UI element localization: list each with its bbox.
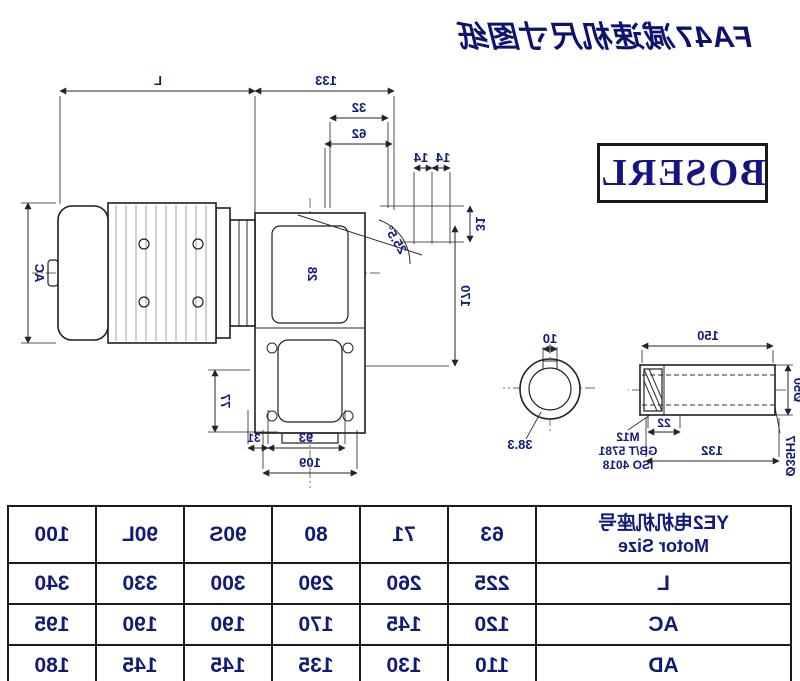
slant-line: [297, 214, 423, 256]
cell: 110: [448, 645, 536, 681]
motor-bolt: [138, 238, 150, 250]
table-row-AC: AC 120 145 170 190 190 195: [8, 604, 791, 645]
cell: 330: [96, 563, 184, 604]
note-gbt-5781: GB/T 5781: [598, 444, 657, 458]
cell: 225: [448, 563, 536, 604]
cell: 170: [272, 604, 360, 645]
dim-170: 170: [458, 285, 473, 307]
flange-bolt-hole: [266, 342, 278, 354]
housing-opening: [271, 225, 349, 324]
dim-14b: 14: [413, 150, 428, 165]
keyway-slot: [542, 360, 558, 369]
dim-14a: 14: [435, 150, 450, 165]
cell: 195: [8, 604, 96, 645]
header-motor-size-en: Motor Size: [618, 535, 710, 556]
angle-arc: [378, 219, 411, 265]
output-flange-face: [277, 339, 343, 423]
row-label-AD: AD: [536, 645, 791, 681]
page-title: FA47减速机尺寸图纸: [459, 21, 752, 54]
row-label-L: L: [536, 563, 791, 604]
cell: 145: [96, 645, 184, 681]
dim-dia35: Ø35H7: [783, 435, 798, 476]
col-71: 71: [360, 506, 448, 563]
shaft-side-view-detail: M12 GB/T 5781 ISO 4018 150 22 132 Ø50 Ø3…: [598, 328, 800, 477]
flange-bolt-hole: [342, 342, 354, 354]
header-motor-size: YE2电机机座号 Motor Size: [536, 506, 791, 563]
dim-31b: 31: [247, 431, 261, 445]
dim-28: 28: [305, 267, 320, 281]
end-washer: [643, 368, 663, 412]
cell: 135: [272, 645, 360, 681]
dim-31a: 31: [473, 217, 488, 231]
dim-32: 32: [352, 100, 366, 115]
output-boss: [281, 432, 339, 444]
col-90s: 90S: [184, 506, 272, 563]
cell: 190: [184, 604, 272, 645]
dim-AC: AC: [32, 263, 47, 282]
top-dimensions: L 133 32 62 14 14: [59, 73, 451, 244]
cell: 260: [360, 563, 448, 604]
rear-hub: [47, 259, 59, 287]
dim-angle: 25.5°: [381, 223, 410, 257]
motor-body: [107, 202, 217, 344]
fan-cover: [57, 205, 109, 341]
dimension-table: YE2电机机座号 Motor Size 63 71 80 90S 90L 100…: [7, 505, 792, 681]
dim-10: 10: [543, 331, 557, 346]
cell: 145: [184, 645, 272, 681]
col-80: 80: [272, 506, 360, 563]
col-100: 100: [8, 506, 96, 563]
motor: [47, 202, 231, 344]
motor-flange: [215, 207, 231, 339]
gearbox-housing: 28: [254, 212, 366, 444]
cell: 300: [184, 563, 272, 604]
washer-hatch: [643, 368, 663, 412]
cell: 290: [272, 563, 360, 604]
motor-fins: [115, 205, 207, 341]
dim-150: 150: [697, 328, 719, 343]
dim-109: 109: [299, 455, 321, 470]
table-row-L: L 225 260 290 300 330 340: [8, 563, 791, 604]
cell: 180: [8, 645, 96, 681]
motor-bolt: [138, 296, 150, 308]
dim-L: L: [154, 73, 162, 88]
cell: 120: [448, 604, 536, 645]
note-m12: M12: [616, 430, 640, 444]
side-dimensions: 31 170 77 AC: [21, 202, 488, 433]
col-90l: 90L: [96, 506, 184, 563]
shaft-end-view-detail: 10 38.3: [507, 331, 581, 452]
cell: 145: [360, 604, 448, 645]
cell: 130: [360, 645, 448, 681]
note-iso-4018: ISO 4018: [602, 458, 653, 472]
dim-77: 77: [218, 394, 233, 408]
dim-38-3: 38.3: [507, 437, 532, 452]
motor-bolt: [192, 296, 204, 308]
bottom-dimensions: 93 31 109: [247, 410, 358, 477]
dim-93: 93: [299, 430, 313, 445]
shaft-bore-circle: [528, 367, 572, 411]
cell: 190: [96, 604, 184, 645]
header-motor-size-cn: YE2电机机座号: [598, 512, 729, 534]
dim-133: 133: [315, 73, 337, 88]
row-label-AC: AC: [536, 604, 791, 645]
col-63: 63: [448, 506, 536, 563]
adapter-outline: [229, 219, 256, 327]
table-header-row: YE2电机机座号 Motor Size 63 71 80 90S 90L 100: [8, 506, 791, 563]
flange-bolt-hole: [266, 410, 278, 422]
motor-adapter: [229, 219, 256, 327]
dim-62: 62: [352, 126, 366, 141]
dim-dia50: Ø50: [791, 378, 800, 403]
flange-bolt-hole: [342, 410, 354, 422]
dimension-drawing: 28: [21, 73, 800, 488]
cell: 340: [8, 563, 96, 604]
dim-22: 22: [657, 416, 671, 430]
dim-132: 132: [701, 443, 723, 458]
table-row-AD: AD 110 130 135 145 145 180: [8, 645, 791, 681]
motor-bolt: [192, 238, 204, 250]
